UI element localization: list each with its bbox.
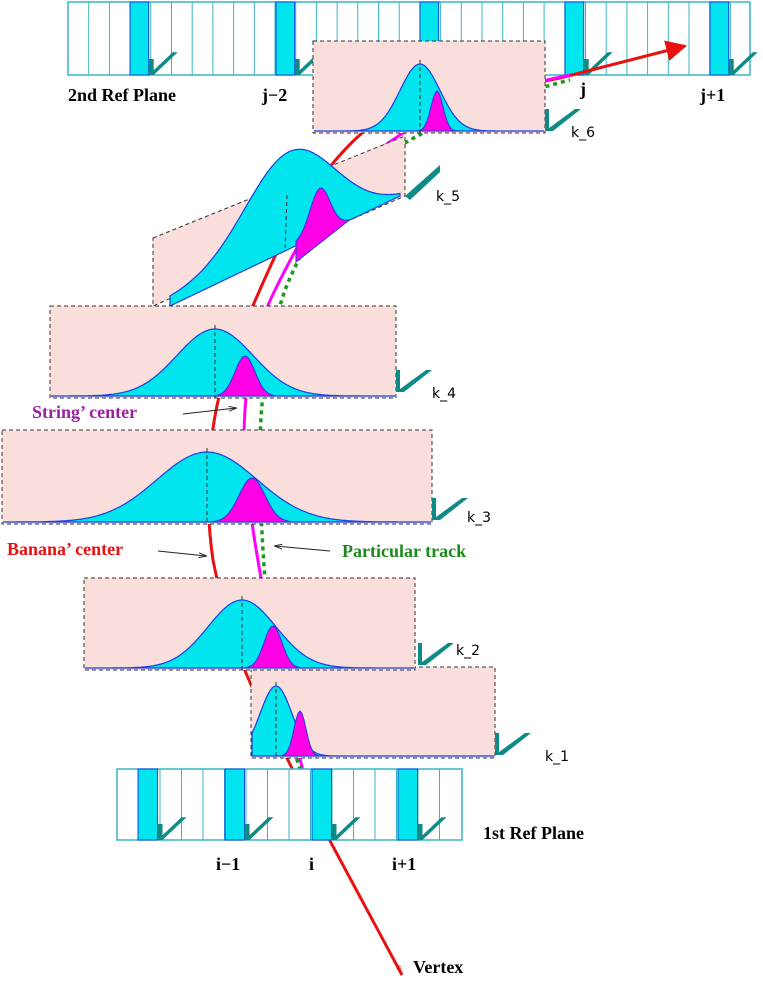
- gaussian-profile: [314, 63, 544, 132]
- plane-label-k6: k_6: [571, 125, 595, 141]
- center-marker-line: [284, 194, 288, 251]
- strip-flag-stem: [148, 59, 154, 75]
- strip-flag-stem: [157, 824, 163, 840]
- index-label-j-minus-2: j−2: [261, 85, 287, 105]
- strip-flag-stem: [417, 824, 423, 840]
- strip-hit-cell: [397, 768, 418, 841]
- strip-flag-icon: [417, 817, 447, 840]
- strip-flag-stem: [244, 824, 250, 840]
- narrow-peak-profile: [245, 625, 301, 669]
- string-center-arrow: [182, 408, 236, 415]
- first-ref-plane-label: 1st Ref Plane: [483, 823, 584, 843]
- plane-k1: [250, 666, 531, 759]
- first-ref-plane: [116, 768, 463, 841]
- plane-k2: [83, 577, 454, 671]
- plane-flag-stem: [432, 498, 436, 520]
- strip-hit-cell: [311, 768, 332, 841]
- plane-flag-stem: [545, 109, 549, 131]
- plane-label-k5: k_5: [436, 189, 460, 205]
- strip-flag-icon: [331, 817, 361, 840]
- narrow-peak-profile: [212, 477, 292, 523]
- index-label-i: i: [309, 854, 314, 874]
- gaussian-profile: [3, 451, 431, 523]
- plane-flag-icon: [495, 733, 531, 755]
- strip-hit-cell: [137, 768, 158, 841]
- strip-hit-cell: [129, 1, 150, 76]
- plane-flag-icon: [418, 643, 454, 665]
- banana-center-arrow: [157, 550, 206, 556]
- strip-flag-stem: [728, 59, 734, 75]
- gaussian-profile: [169, 148, 401, 307]
- plane-label-k2: k_2: [456, 643, 480, 659]
- narrow-peak-profile: [418, 90, 456, 132]
- gaussian-profile: [85, 599, 414, 669]
- plane-label-k3: k_3: [467, 510, 491, 526]
- plane-k5: [152, 135, 440, 307]
- particular-track-arrow: [275, 546, 331, 552]
- plane-flag-icon: [396, 370, 432, 392]
- plane-flag-stem: [396, 370, 400, 392]
- plane-k4: [49, 305, 432, 399]
- strip-flag-icon: [244, 817, 274, 840]
- gaussian-profile: [51, 328, 395, 397]
- strip-flag-stem: [331, 824, 337, 840]
- measurement-planes: [1, 40, 581, 759]
- index-label-i-plus-1: i+1: [392, 854, 416, 874]
- plane-k6: [312, 40, 581, 134]
- strip-hit-cell: [275, 1, 296, 76]
- strip-hit-cell: [224, 768, 245, 841]
- plane-label-k1: k_1: [545, 749, 569, 765]
- string-center-label: String’ center: [32, 402, 137, 422]
- narrow-peak-profile: [281, 710, 319, 757]
- index-label-i-minus-1: i−1: [216, 854, 240, 874]
- plane-flag-icon: [432, 498, 468, 520]
- banana-center-label: Banana’ center: [7, 539, 123, 559]
- strip-flag-icon: [148, 52, 178, 75]
- strip-flag-icon: [157, 817, 187, 840]
- strip-flag-icon: [728, 52, 758, 75]
- vertex-label: Vertex: [413, 957, 463, 977]
- index-label-j: j: [579, 79, 586, 99]
- strip-hit-cell: [709, 1, 730, 76]
- second-ref-plane-label: 2nd Ref Plane: [68, 85, 176, 105]
- strip-hit-cell: [564, 1, 585, 76]
- strip-flag-stem: [294, 59, 300, 75]
- plane-flag-icon: [545, 109, 581, 131]
- plane-flag-stem: [418, 643, 422, 665]
- plane-label-k4: k_4: [432, 386, 456, 402]
- index-label-j-plus-1: j+1: [699, 85, 725, 105]
- plane-k3: [1, 429, 468, 525]
- narrow-peak-profile: [295, 187, 351, 264]
- particular-track-label: Particular track: [342, 541, 466, 561]
- vertex-marker: *: [396, 963, 402, 977]
- narrow-peak-profile: [214, 355, 276, 397]
- vertex-star-icon: *: [396, 963, 402, 977]
- plane-flag-stem: [495, 733, 499, 755]
- plane-flag-icon: [405, 165, 440, 200]
